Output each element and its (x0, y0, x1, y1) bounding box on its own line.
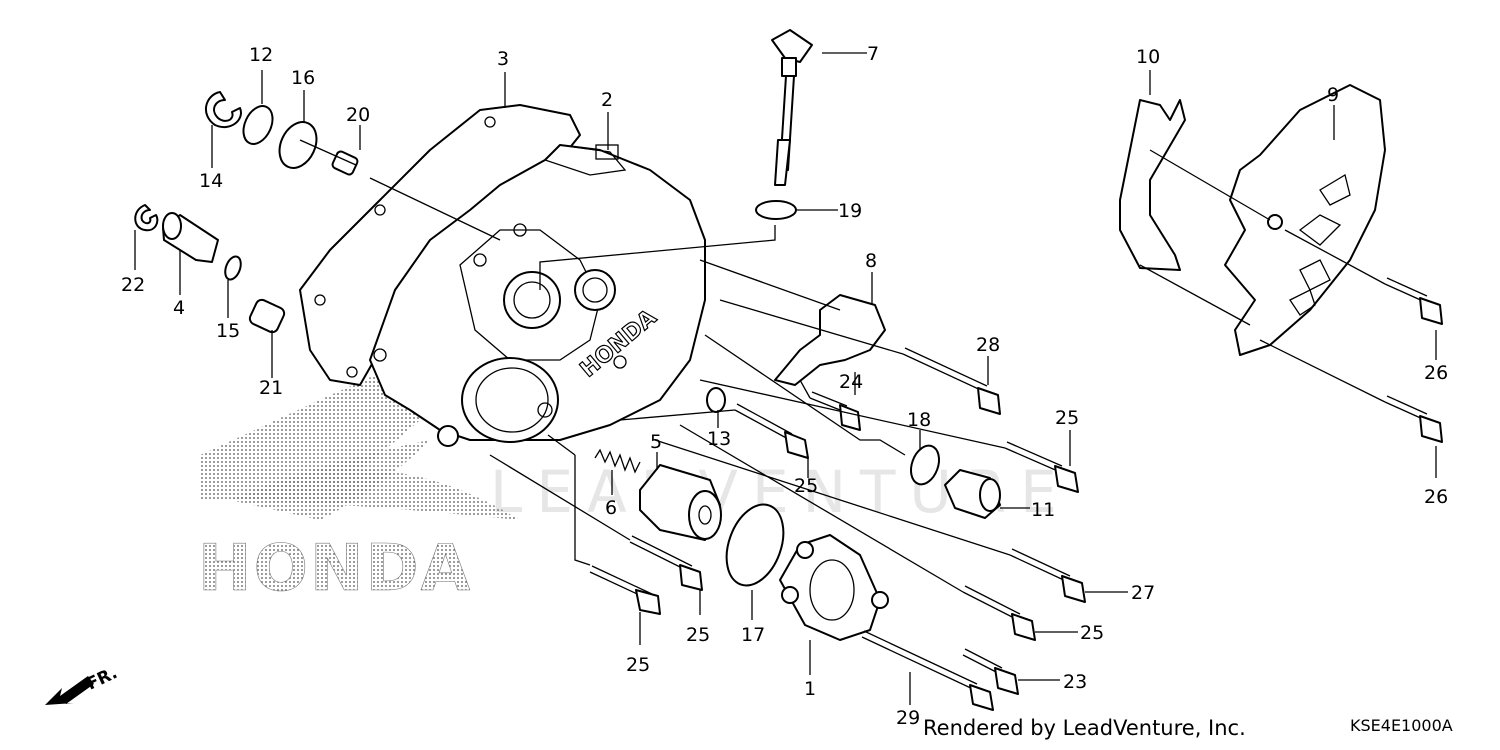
filter-cover (779, 534, 889, 641)
callout-19: 19 (838, 200, 862, 222)
callout-26b: 26 (1424, 486, 1448, 508)
callout-13: 13 (707, 428, 731, 450)
dowel-pin-21 (248, 298, 286, 334)
callout-22: 22 (121, 274, 145, 296)
callout-21: 21 (259, 377, 283, 399)
callout-27: 27 (1131, 582, 1155, 604)
bolts (589, 277, 1443, 711)
shaft-4 (162, 212, 219, 263)
callout-20: 20 (346, 104, 370, 126)
callout-4: 4 (173, 297, 185, 319)
callout-11: 11 (1031, 499, 1055, 521)
callout-9: 9 (1327, 84, 1339, 106)
front-label: FR. (84, 663, 121, 694)
callout-14: 14 (199, 170, 223, 192)
callout-12: 12 (249, 44, 273, 66)
callout-8: 8 (865, 250, 877, 272)
callout-6: 6 (605, 497, 617, 519)
bracket (774, 294, 886, 386)
filter-spring (594, 448, 641, 474)
callout-25d: 25 (686, 624, 710, 646)
honda-logo-text: HONDA (198, 532, 472, 606)
leader-lines (134, 52, 1437, 705)
callout-2: 2 (601, 89, 613, 111)
water-pump-cover (1224, 84, 1386, 356)
callout-24: 24 (839, 371, 863, 393)
dowel-pin-20 (331, 150, 359, 176)
callout-labels: 1 2 3 4 5 6 7 8 9 10 11 12 13 14 15 16 1… (121, 43, 1448, 729)
water-pump-gasket (1119, 99, 1186, 271)
callout-23: 23 (1063, 671, 1087, 693)
callout-10: 10 (1136, 46, 1160, 68)
callout-29: 29 (896, 707, 920, 729)
o-ring-17 (725, 503, 785, 587)
callout-5: 5 (650, 431, 662, 453)
oil-dipstick (771, 29, 813, 186)
diagram-code: KSE4E1000A (1350, 716, 1453, 735)
callout-25e: 25 (626, 654, 650, 676)
o-ring-18 (909, 444, 941, 486)
callout-25a: 25 (794, 475, 818, 497)
front-arrow-icon: FR. (45, 663, 121, 705)
callout-28: 28 (976, 334, 1000, 356)
washer-13 (706, 387, 726, 413)
callout-7: 7 (867, 43, 879, 65)
callout-1: 1 (804, 678, 816, 700)
callout-18: 18 (907, 409, 931, 431)
o-ring-15 (224, 255, 242, 281)
o-ring-19 (755, 200, 797, 220)
callout-16: 16 (291, 67, 315, 89)
washer-12 (242, 105, 274, 145)
callout-15: 15 (216, 320, 240, 342)
oil-seal-16 (278, 121, 318, 169)
callout-3: 3 (497, 48, 509, 70)
callout-26a: 26 (1424, 362, 1448, 384)
callout-25b: 25 (1055, 407, 1079, 429)
callout-25c: 25 (1080, 622, 1104, 644)
oil-filter (639, 464, 722, 541)
drain-plug (944, 469, 1001, 519)
gasket-holes (314, 116, 496, 378)
circlip-22 (134, 204, 159, 232)
circlip-14 (205, 91, 242, 128)
render-credit: Rendered by LeadVenture, Inc. (923, 716, 1246, 740)
right-crankcase-cover: HONDA (369, 144, 706, 447)
callout-17: 17 (741, 624, 765, 646)
